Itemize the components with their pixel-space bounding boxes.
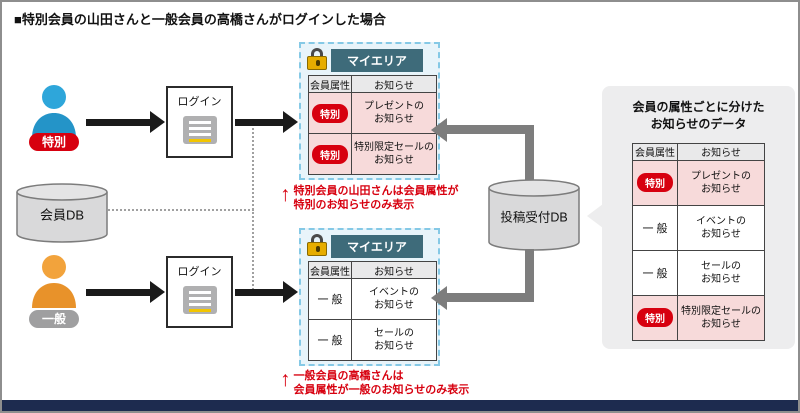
attr-badge-special: 特別	[637, 173, 673, 193]
attr-text-general: 一般	[642, 222, 671, 235]
myarea-panel-general: マイエリア 会員属性 お知らせ 一般 イベントの お知らせ 一般 セールの お知…	[299, 228, 440, 366]
notice-text: プレゼントの お知らせ	[691, 170, 751, 195]
table-row: 一般 イベントの お知らせ	[632, 204, 765, 251]
dotted-connector-vertical	[252, 124, 254, 294]
table-row: 特別 特別限定セールの お知らせ	[632, 294, 765, 341]
table-row: 一般 セールの お知らせ	[308, 319, 437, 361]
login-form-icon	[182, 116, 217, 144]
column-header-notice: お知らせ	[677, 142, 765, 161]
table-row: 一般 セールの お知らせ	[632, 249, 765, 296]
myarea-title: マイエリア	[331, 49, 423, 72]
note-special: ↑ 特別会員の山田さんは会員属性が 特別のお知らせのみ表示	[280, 184, 459, 213]
attr-badge-special: 特別	[312, 103, 348, 123]
member-db-cylinder: 会員DB	[16, 182, 108, 244]
special-badge: 特別	[29, 133, 79, 151]
attr-text-general: 一般	[642, 267, 671, 280]
flow-arrow-general-to-login	[86, 281, 165, 304]
notice-text: イベントの お知らせ	[369, 287, 419, 311]
note-text: 特別会員の山田さんは会員属性が 特別のお知らせのみ表示	[293, 185, 459, 212]
attr-badge-special: 特別	[312, 144, 348, 164]
callout-title: 会員の属性ごとに分けた お知らせのデータ	[632, 100, 765, 132]
dotted-connector-horizontal	[108, 209, 254, 211]
lock-icon	[307, 48, 327, 70]
table-row: 特別 プレゼントの お知らせ	[308, 92, 437, 134]
myarea-panel-special: マイエリア 会員属性 お知らせ 特別 プレゼントの お知らせ 特別 特別限定セー…	[299, 42, 440, 180]
notice-data-callout: 会員の属性ごとに分けた お知らせのデータ 会員属性 お知らせ 特別 プレゼントの…	[587, 86, 795, 349]
page-title: ■特別会員の山田さんと一般会員の高橋さんがログインした場合	[14, 12, 386, 27]
up-arrow-icon: ↑	[280, 183, 291, 206]
login-form-icon	[182, 286, 217, 314]
gray-arrow-down-horizontal	[447, 293, 534, 302]
table-row: 特別 特別限定セールの お知らせ	[308, 133, 437, 175]
myarea-general-table: 会員属性 お知らせ 一般 イベントの お知らせ 一般 セールの お知らせ	[308, 261, 437, 361]
callout-pointer	[587, 204, 603, 228]
table-row: 一般 イベントの お知らせ	[308, 278, 437, 320]
column-header-attr: 会員属性	[632, 142, 678, 161]
myarea-special-table: 会員属性 お知らせ 特別 プレゼントの お知らせ 特別 特別限定セールの お知ら…	[308, 75, 437, 175]
column-header-attr: 会員属性	[308, 261, 352, 279]
login-label: ログイン	[177, 96, 222, 108]
note-general: ↑ 一般会員の高橋さんは 会員属性が一般のお知らせのみ表示	[280, 369, 469, 398]
login-box-general: ログイン	[166, 256, 233, 328]
member-db-label: 会員DB	[39, 207, 85, 223]
general-member-icon	[28, 254, 80, 308]
flow-arrow-login-to-myarea-general	[235, 281, 298, 304]
notice-text: 特別限定セールの お知らせ	[354, 142, 434, 166]
gray-arrow-down-vertical	[525, 249, 534, 302]
note-text: 一般会員の高橋さんは 会員属性が一般のお知らせのみ表示	[293, 370, 470, 397]
gray-arrowhead-down	[431, 286, 447, 310]
callout-table: 会員属性 お知らせ 特別 プレゼントの お知らせ 一般 イベントの お知らせ 一…	[632, 142, 765, 341]
column-header-attr: 会員属性	[308, 75, 352, 93]
gray-arrowhead-up	[431, 118, 447, 142]
post-db-cylinder: 投稿受付DB	[488, 178, 580, 252]
gray-arrow-up-vertical	[525, 128, 534, 180]
myarea-title: マイエリア	[331, 235, 423, 258]
database-icon	[488, 179, 580, 251]
column-header-notice: お知らせ	[351, 261, 437, 279]
special-member-icon	[28, 84, 80, 138]
up-arrow-icon: ↑	[280, 368, 291, 391]
attr-badge-special: 特別	[637, 308, 673, 328]
notice-text: セールの お知らせ	[701, 260, 741, 285]
login-label: ログイン	[177, 266, 222, 278]
notice-text: セールの お知らせ	[374, 328, 414, 352]
database-icon	[16, 183, 108, 243]
gray-arrow-up-horizontal	[447, 125, 534, 134]
flow-arrow-special-to-login	[86, 111, 165, 134]
footer-bar	[2, 400, 798, 411]
column-header-notice: お知らせ	[351, 75, 437, 93]
flow-arrow-login-to-myarea-special	[235, 111, 298, 134]
post-db-label: 投稿受付DB	[500, 210, 568, 225]
table-row: 特別 プレゼントの お知らせ	[632, 159, 765, 206]
lock-icon	[307, 234, 327, 256]
notice-text: プレゼントの お知らせ	[364, 101, 424, 125]
notice-text: イベントの お知らせ	[696, 215, 746, 240]
attr-text-general: 一般	[317, 335, 346, 347]
notice-text: 特別限定セールの お知らせ	[681, 305, 761, 330]
general-badge: 一般	[29, 310, 79, 328]
attr-text-general: 一般	[317, 294, 346, 306]
login-box-special: ログイン	[166, 86, 233, 158]
